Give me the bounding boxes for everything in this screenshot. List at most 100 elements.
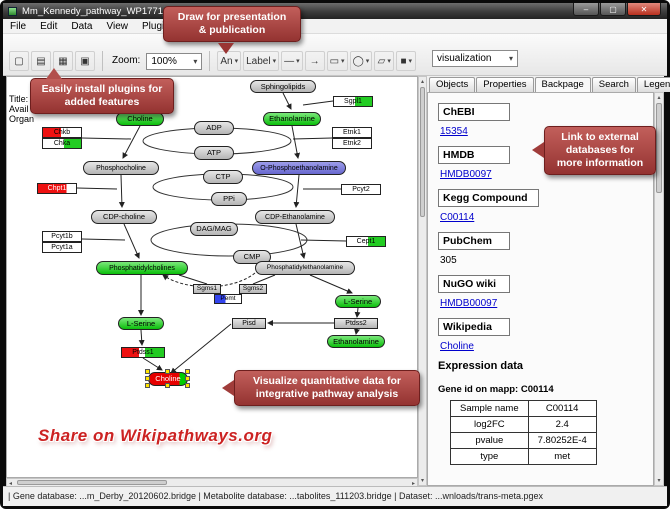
- pathway-node-ethanolamine[interactable]: Ethanolamine: [263, 112, 321, 126]
- backpage-header-hmdb: HMDB: [438, 146, 510, 164]
- pathway-node-l-serine[interactable]: L-Serine: [118, 317, 164, 330]
- backpage-link-chebi[interactable]: 15354: [440, 126, 468, 137]
- pathway-node-ethanolamine[interactable]: Ethanolamine: [327, 335, 385, 348]
- pathway-node-sgpl1[interactable]: Sgpl1: [333, 96, 373, 107]
- menu-item-file[interactable]: File: [10, 20, 27, 32]
- pathway-node-pcyt2[interactable]: Pcyt2: [341, 184, 381, 195]
- panel-vertical-scrollbar[interactable]: ▴ ▾: [654, 92, 664, 486]
- selection-handle[interactable]: [165, 383, 170, 388]
- menu-item-edit[interactable]: Edit: [40, 20, 58, 32]
- status-bar: | Gene database: ...m_Derby_20120602.bri…: [3, 486, 667, 506]
- open-button[interactable]: ▤: [31, 51, 51, 71]
- tab-legend[interactable]: Legend: [636, 77, 670, 92]
- canvas-vertical-scrollbar[interactable]: ▴ ▾: [418, 76, 427, 486]
- pathway-node-phosphocholine[interactable]: Phosphocholine: [83, 161, 159, 175]
- datanode-tool-button[interactable]: ▱▾: [374, 51, 395, 71]
- pathway-node-pisd[interactable]: Pisd: [232, 318, 266, 329]
- menu-item-view[interactable]: View: [106, 20, 128, 32]
- tab-search[interactable]: Search: [591, 77, 636, 92]
- zoom-combobox[interactable]: 100% ▾: [146, 53, 203, 70]
- pathway-node-pemt[interactable]: Pemt: [214, 294, 242, 304]
- selection-handle[interactable]: [185, 383, 190, 388]
- pathway-node-sphingolipids[interactable]: Sphingolipids: [250, 80, 316, 93]
- tab-properties[interactable]: Properties: [476, 77, 534, 92]
- pathway-node-chka[interactable]: Chka: [42, 138, 82, 149]
- backpage-link-hmdb[interactable]: HMDB0097: [440, 169, 492, 180]
- pathway-node-cdp-choline[interactable]: CDP-choline: [91, 210, 157, 224]
- line-tool-button[interactable]: —▾: [281, 51, 303, 71]
- new-file-button[interactable]: ▢: [9, 51, 29, 71]
- pathway-node-pcyt1b[interactable]: Pcyt1b: [42, 231, 82, 242]
- pathway-node-l-serine[interactable]: L-Serine: [335, 295, 381, 308]
- pathway-node-dag-mag[interactable]: DAG/MAG: [190, 222, 238, 236]
- pathway-node-cept1[interactable]: Cept1: [346, 236, 386, 247]
- backpage-link-wikipedia[interactable]: Choline: [440, 341, 474, 352]
- pathway-node-pcyt1a[interactable]: Pcyt1a: [42, 242, 82, 253]
- pathway-node-choline[interactable]: Choline: [116, 112, 164, 126]
- pathway-node-etnk1[interactable]: Etnk1: [332, 127, 372, 138]
- callout-arrow-icon: [46, 68, 62, 79]
- save-button[interactable]: ▦: [53, 51, 73, 71]
- pathway-node-ptdss2[interactable]: Ptdss2: [334, 318, 378, 329]
- backpage-link-kegg-compound[interactable]: C00114: [440, 212, 475, 223]
- selection-handle[interactable]: [145, 369, 150, 374]
- expression-table-cell: 2.4: [527, 416, 597, 433]
- minimize-button[interactable]: –: [573, 3, 599, 16]
- pathway-node-ptdss1[interactable]: Ptdss1: [121, 347, 165, 358]
- callout-draw-presentation: Draw for presentation & publication: [163, 6, 301, 43]
- pathway-node-chpt1[interactable]: Chpt1: [37, 183, 77, 194]
- selection-handle[interactable]: [145, 383, 150, 388]
- selection-handle[interactable]: [185, 369, 190, 374]
- backpage-header-pubchem: PubChem: [438, 232, 510, 250]
- selection-handle[interactable]: [185, 376, 190, 381]
- tab-objects[interactable]: Objects: [429, 77, 476, 92]
- menu-item-data[interactable]: Data: [71, 20, 93, 32]
- maximize-button[interactable]: ▢: [600, 3, 626, 16]
- pathway-node-ppi[interactable]: PPi: [211, 192, 247, 206]
- copy-button[interactable]: ▣: [75, 51, 95, 71]
- font-tool-button[interactable]: An▾: [217, 51, 242, 71]
- color-tool-button[interactable]: ■▾: [396, 51, 417, 71]
- dropdown-arrow-icon: ▾: [387, 58, 391, 65]
- menu-item-plugins[interactable]: Plugins: [141, 20, 175, 32]
- info-availability-label: Avail: [9, 104, 29, 114]
- selection-handle[interactable]: [165, 369, 170, 374]
- selection-handle[interactable]: [145, 376, 150, 381]
- pathway-node-sgms2[interactable]: Sgms2: [239, 284, 267, 294]
- backpage-section-hmdb: HMDB HMDB0097: [438, 145, 649, 180]
- gene-id-line: Gene id on mapp: C00114: [438, 384, 554, 395]
- toolbar-file-group: ▢▤▦▣: [9, 51, 95, 71]
- tab-backpage[interactable]: Backpage: [534, 77, 591, 92]
- expression-table-cell: type: [450, 448, 529, 465]
- arrow-tool-button[interactable]: →: [304, 51, 325, 71]
- visualization-combobox[interactable]: visualization ▾: [432, 50, 518, 67]
- pathway-node-sgms1[interactable]: Sgms1: [193, 284, 221, 294]
- pathway-node-atp[interactable]: ATP: [194, 146, 234, 160]
- pathway-node-o-phosphoethanolamine[interactable]: O-Phosphoethanolamine: [252, 161, 346, 175]
- pathway-node-cdp-ethanolamine[interactable]: CDP-Ethanolamine: [255, 210, 335, 224]
- close-button[interactable]: ✕: [627, 3, 661, 16]
- pathway-node-adp[interactable]: ADP: [194, 121, 234, 135]
- pathway-node-ctp[interactable]: CTP: [203, 170, 243, 184]
- pathway-node-phosphatidylcholines[interactable]: Phosphatidylcholines: [96, 261, 188, 275]
- dropdown-arrow-icon: ▾: [341, 58, 345, 65]
- pathway-node-phosphatidylethanolamine[interactable]: Phosphatidylethanolamine: [255, 261, 355, 275]
- title-bar[interactable]: Mm_Kennedy_pathway_WP1771_45176.gpml – ▢…: [3, 3, 667, 19]
- info-title-label: Title:: [9, 94, 29, 104]
- pathway-node-cmp[interactable]: CMP: [233, 250, 271, 264]
- shape-tool-button[interactable]: ▭▾: [326, 51, 348, 71]
- zoom-label: Zoom:: [112, 55, 141, 66]
- pathway-node-chkb[interactable]: Chkb: [42, 127, 82, 138]
- label-tool-button[interactable]: Label▾: [243, 51, 280, 71]
- backpage-link-nugo-wiki[interactable]: HMDB00097: [440, 298, 498, 309]
- ellipse-tool-button[interactable]: ◯▾: [349, 51, 373, 71]
- pathway-node-etnk2[interactable]: Etnk2: [332, 138, 372, 149]
